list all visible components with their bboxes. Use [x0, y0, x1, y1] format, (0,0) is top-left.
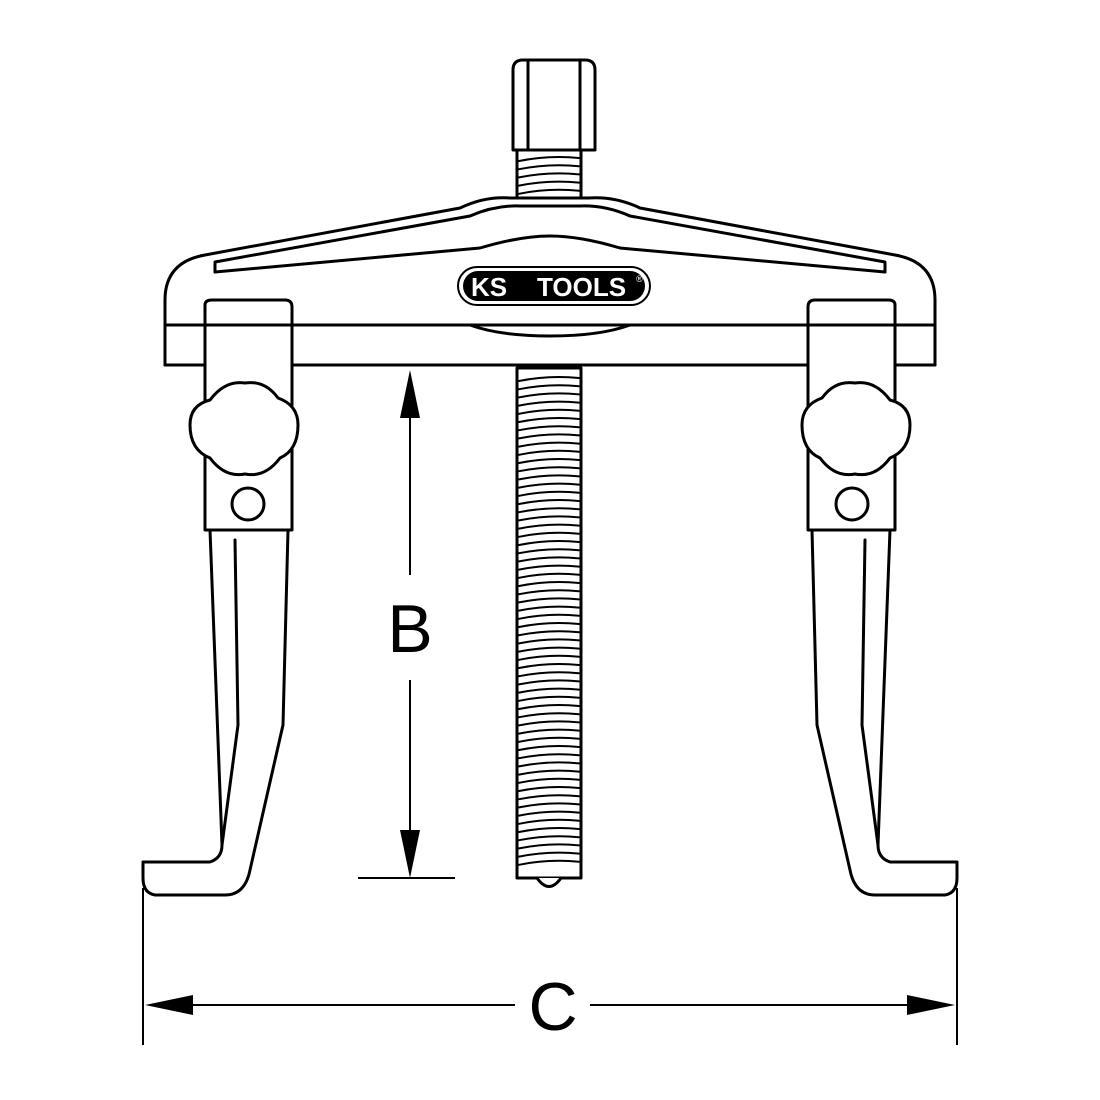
dimension-c-label: C: [528, 969, 577, 1045]
thread-line: [518, 810, 580, 817]
thread-line: [518, 622, 580, 628]
thread-line: [518, 433, 580, 440]
thread-line: [518, 802, 580, 809]
thread-line: [518, 663, 580, 669]
spindle-thread: [515, 366, 583, 888]
thread-line: [518, 646, 580, 653]
thread-line: [518, 188, 580, 195]
thread-line: [518, 180, 580, 187]
thread-line: [518, 490, 580, 497]
thread-line: [518, 482, 580, 489]
thread-line: [518, 843, 580, 850]
thread-line: [518, 417, 580, 423]
thread-line: [518, 548, 580, 555]
thread-line: [518, 827, 580, 833]
thread-line: [518, 572, 580, 579]
thread-line: [518, 671, 580, 678]
thread-line: [518, 581, 580, 587]
thread-line: [518, 728, 580, 735]
thread-line: [518, 499, 580, 505]
thread-line: [518, 449, 580, 456]
thread-line: [518, 458, 580, 464]
thread-line: [518, 835, 580, 842]
left-arm: [141, 298, 300, 897]
thread-line: [518, 474, 580, 481]
thread-line: [518, 687, 580, 694]
right-locking-knob: [800, 381, 912, 477]
left-pivot-pin: [230, 486, 266, 522]
logo-text-ks: KS: [471, 272, 507, 302]
thread-line: [518, 851, 580, 858]
thread-line: [518, 818, 580, 825]
thread-line: [518, 761, 580, 768]
thread-line: [518, 597, 580, 604]
thread-line: [518, 156, 580, 162]
thread-line: [518, 753, 580, 760]
thread-line: [518, 786, 580, 792]
thread-line: [518, 859, 580, 866]
thread-line: [518, 392, 580, 399]
thread-line: [518, 589, 580, 596]
thread-line: [518, 531, 580, 538]
thread-line: [518, 523, 580, 530]
thread-line: [518, 466, 580, 473]
thread-line: [518, 400, 580, 407]
hex-head: [511, 58, 597, 152]
dimension-b-arrow-down: [400, 830, 420, 878]
dimension-c-arrow-right: [907, 995, 955, 1015]
thread-line: [518, 679, 580, 686]
thread-line: [518, 745, 580, 751]
thread-line: [518, 507, 580, 514]
dimension-c: C: [142, 888, 958, 1045]
thread-line: [518, 564, 580, 571]
right-arm: [800, 298, 959, 897]
thread-line: [518, 777, 580, 784]
thread-line: [518, 704, 580, 710]
thread-line: [518, 556, 580, 563]
thread-line: [518, 408, 580, 415]
thread-line: [518, 605, 580, 612]
thread-line: [518, 736, 580, 743]
thread-line: [518, 695, 580, 702]
ks-tools-logo: KS TOOLS ®: [457, 266, 651, 306]
right-pivot-pin: [834, 486, 870, 522]
dimension-c-arrow-left: [145, 995, 193, 1015]
spindle-thread-lines: [518, 376, 580, 866]
thread-line: [518, 164, 580, 171]
left-locking-knob: [188, 381, 300, 477]
thread-line: [518, 712, 580, 719]
thread-line: [518, 638, 580, 645]
dimension-b-label: B: [387, 591, 432, 667]
thread-line: [518, 441, 580, 448]
thread-line: [518, 630, 580, 637]
thread-line: [518, 654, 580, 661]
left-jaw: [141, 528, 290, 897]
thread-line: [518, 720, 580, 727]
thread-line: [518, 376, 580, 382]
thread-line: [518, 769, 580, 776]
thread-line: [518, 425, 580, 432]
dimension-b-arrow-up: [400, 370, 420, 418]
right-jaw: [810, 528, 959, 897]
logo-text-tools: TOOLS: [537, 272, 626, 302]
logo-registered-mark: ®: [636, 274, 643, 284]
thread-line: [518, 540, 580, 546]
thread-line: [518, 172, 580, 179]
thread-line: [518, 794, 580, 801]
thread-line: [518, 384, 580, 391]
spindle-tip: [535, 876, 563, 888]
dimension-b: B: [358, 370, 455, 879]
thread-line: [518, 613, 580, 620]
thread-line: [518, 515, 580, 522]
